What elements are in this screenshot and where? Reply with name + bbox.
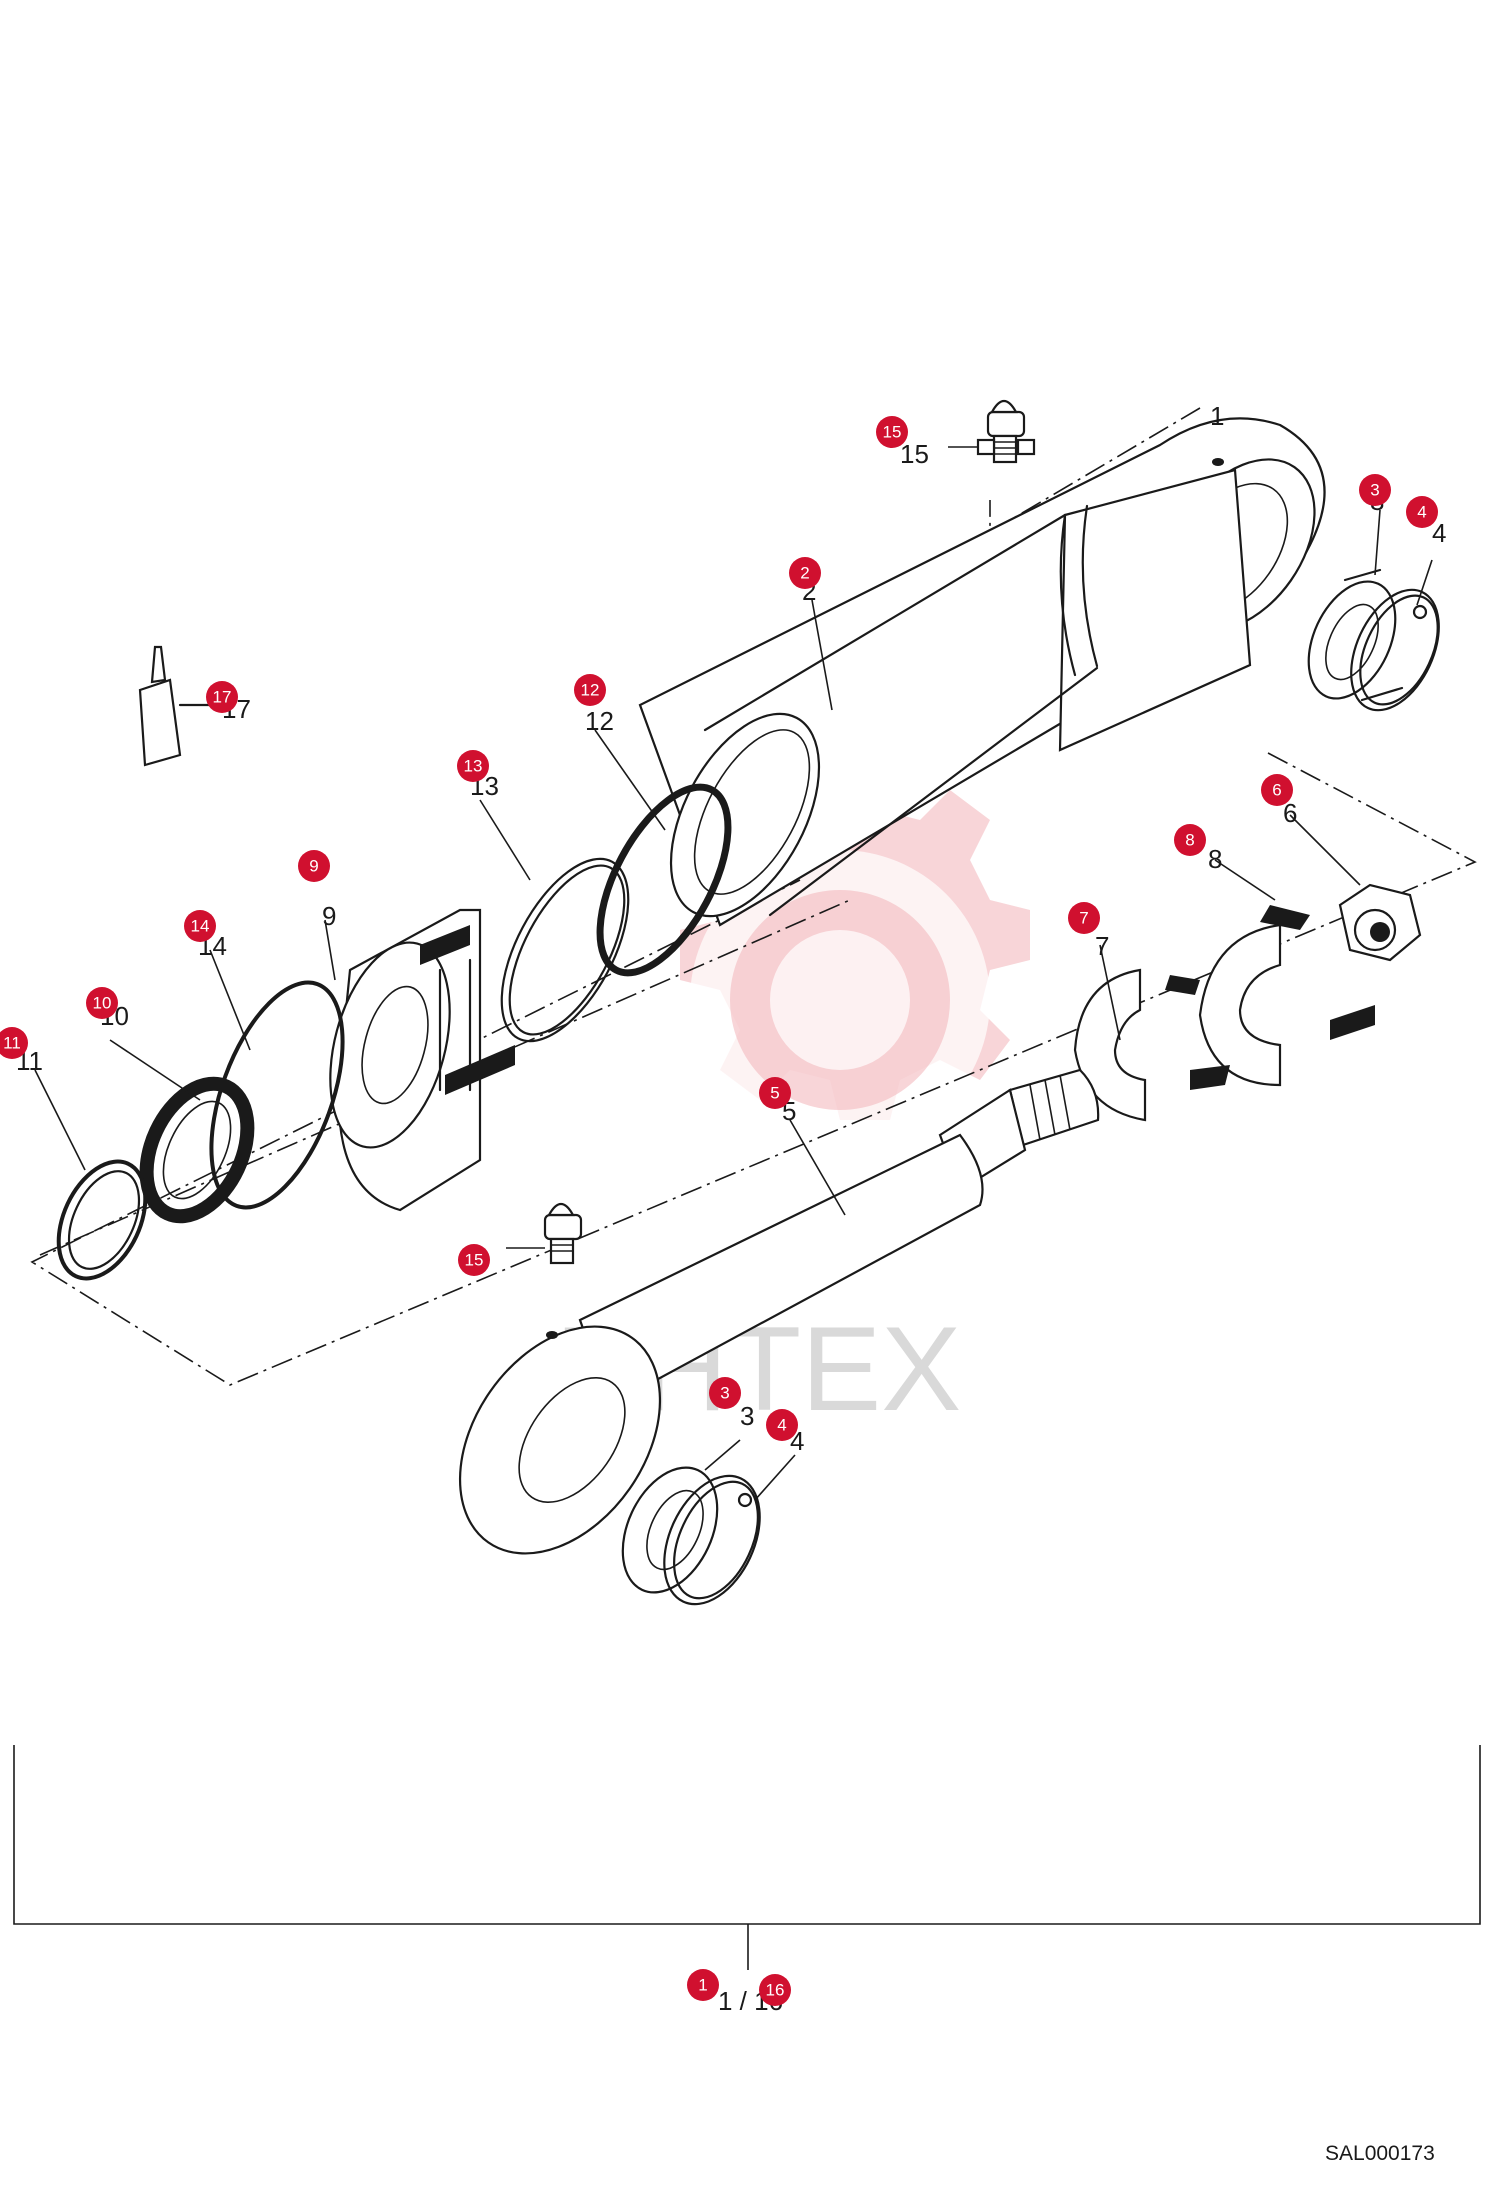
label-6: 6 — [1283, 798, 1297, 828]
svg-text:17: 17 — [213, 688, 232, 707]
split-collar-8 — [1198, 905, 1375, 1087]
seal-10 — [139, 1076, 255, 1224]
badge-14[interactable]: 14 — [184, 910, 216, 942]
badge-3a[interactable]: 3 — [1359, 474, 1391, 506]
badge-4b[interactable]: 4 — [766, 1409, 798, 1441]
o-ring-14 — [209, 980, 345, 1210]
svg-text:14: 14 — [191, 917, 210, 936]
badge-7[interactable]: 7 — [1068, 902, 1100, 934]
label-9: 9 — [322, 901, 336, 931]
badge-15b[interactable]: 15 — [458, 1244, 490, 1276]
svg-text:15: 15 — [465, 1251, 484, 1270]
label-3b: 3 — [740, 1401, 754, 1431]
assembly-bracket — [13, 1745, 1481, 1970]
label-1: 1 — [1210, 401, 1224, 431]
nut — [1338, 883, 1422, 962]
o-ring-13 — [500, 857, 630, 1043]
badge-2[interactable]: 2 — [789, 557, 821, 589]
badge-3b[interactable]: 3 — [709, 1377, 741, 1409]
svg-text:3: 3 — [720, 1384, 729, 1403]
rod-eye — [458, 1325, 662, 1555]
leader-lines — [34, 509, 1433, 1501]
grease-nipple-bottom — [506, 1202, 583, 1265]
svg-text:2: 2 — [800, 564, 809, 583]
badge-5[interactable]: 5 — [759, 1077, 791, 1109]
o-ring-12 — [596, 783, 732, 977]
svg-text:13: 13 — [464, 757, 483, 776]
label-7: 7 — [1095, 931, 1109, 961]
badge-10[interactable]: 10 — [86, 987, 118, 1019]
badge-1[interactable]: 1 — [687, 1969, 719, 2001]
diagram-code: SAL000173 — [1325, 2142, 1435, 2165]
label-12: 12 — [585, 706, 614, 736]
svg-text:4: 4 — [777, 1416, 786, 1435]
badge-16[interactable]: 16 — [759, 1974, 791, 2006]
badge-6[interactable]: 6 — [1261, 774, 1293, 806]
svg-text:1: 1 — [698, 1976, 707, 1995]
badge-17[interactable]: 17 — [206, 681, 238, 713]
label-15a: 15 — [900, 439, 929, 469]
cylinder-barrel — [638, 417, 1326, 927]
svg-text:4: 4 — [1417, 503, 1426, 522]
badge-8[interactable]: 8 — [1174, 824, 1206, 856]
svg-text:9: 9 — [309, 857, 318, 876]
badge-15a[interactable]: 15 — [876, 416, 908, 448]
svg-text:12: 12 — [581, 681, 600, 700]
svg-text:10: 10 — [93, 994, 112, 1013]
svg-text:15: 15 — [883, 423, 902, 442]
circlip-bottom — [663, 1474, 761, 1606]
bushing-top — [1307, 568, 1404, 702]
svg-text:6: 6 — [1272, 781, 1281, 800]
svg-text:3: 3 — [1370, 481, 1379, 500]
label-4a: 4 — [1432, 518, 1446, 548]
badge-4a[interactable]: 4 — [1406, 496, 1438, 528]
piston — [329, 908, 515, 1212]
svg-text:7: 7 — [1079, 909, 1088, 928]
grease-nipple-top — [948, 399, 1036, 464]
split-collar-7 — [1073, 968, 1230, 1122]
label-8: 8 — [1208, 844, 1222, 874]
badge-13[interactable]: 13 — [457, 750, 489, 782]
svg-text:5: 5 — [770, 1084, 779, 1103]
badge-11[interactable]: 11 — [0, 1027, 28, 1059]
ring-11 — [56, 1159, 148, 1281]
svg-text:16: 16 — [766, 1981, 785, 2000]
svg-text:11: 11 — [3, 1034, 21, 1053]
sealant-tube — [138, 645, 224, 767]
piston-rod — [578, 1068, 1100, 1407]
svg-text:8: 8 — [1185, 831, 1194, 850]
badge-12[interactable]: 12 — [574, 674, 606, 706]
badge-9[interactable]: 9 — [298, 850, 330, 882]
